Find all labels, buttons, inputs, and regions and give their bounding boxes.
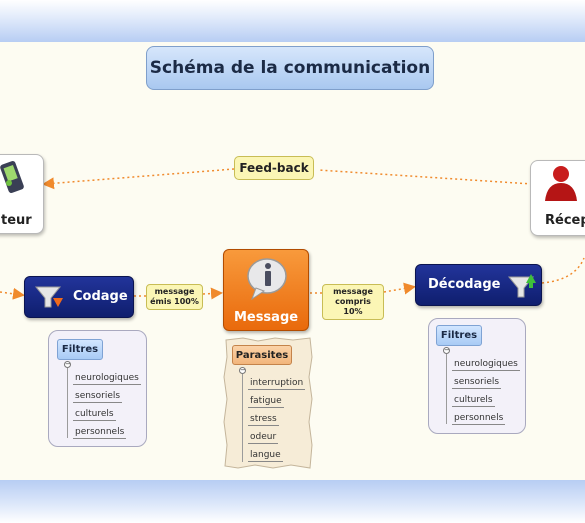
filters-right-tree-line bbox=[446, 354, 447, 424]
label-to-message bbox=[202, 287, 223, 300]
filters-left-collapse-icon[interactable]: − bbox=[64, 360, 71, 368]
codage-label: Codage bbox=[73, 289, 128, 304]
decodage-label: Décodage bbox=[428, 277, 501, 292]
codage-node: Codage bbox=[24, 276, 134, 318]
phone-icon bbox=[0, 161, 24, 193]
list-item: culturels bbox=[452, 395, 495, 407]
list-item: neurologiques bbox=[452, 359, 520, 371]
emitted-line2: émis 100% bbox=[150, 297, 199, 306]
list-item: sensoriels bbox=[452, 377, 502, 389]
diagram-title: Schéma de la communication bbox=[146, 46, 434, 90]
list-item: odeur bbox=[248, 432, 279, 444]
list-item: sensoriels bbox=[73, 391, 123, 403]
filters-right-title: Filtres bbox=[436, 325, 482, 346]
feedback-arrow bbox=[317, 169, 533, 185]
emitted-line1: message bbox=[154, 287, 195, 296]
receiver-label: Récep bbox=[545, 213, 585, 228]
list-item: stress bbox=[248, 414, 279, 426]
understood-line2: compris 10% bbox=[335, 297, 371, 316]
parasites-panel bbox=[223, 337, 313, 469]
list-item: interruption bbox=[248, 378, 306, 390]
info-bubble-icon bbox=[247, 258, 287, 300]
list-item: neurologiques bbox=[73, 373, 141, 385]
list-item: culturels bbox=[73, 409, 116, 421]
parasites-title: Parasites bbox=[232, 345, 292, 365]
parasites-collapse-icon[interactable]: − bbox=[239, 366, 246, 374]
feedback-label: Feed-back bbox=[234, 156, 314, 180]
decodage-node: Décodage bbox=[415, 264, 542, 306]
parasites-tree-line bbox=[242, 374, 243, 462]
message-node: Message bbox=[223, 249, 309, 331]
decodage-to-receiver bbox=[541, 257, 585, 284]
emitter-to-codage bbox=[0, 287, 25, 300]
funnel-down-icon bbox=[34, 286, 63, 308]
filters-left-title: Filtres bbox=[57, 339, 103, 360]
person-icon bbox=[545, 166, 577, 201]
emitter-label: teur bbox=[1, 213, 32, 228]
emitter-node: teur bbox=[0, 154, 44, 234]
receiver-node: Récep bbox=[530, 160, 585, 236]
list-item: personnels bbox=[73, 427, 127, 439]
feedback-arrow-end bbox=[42, 168, 235, 190]
bottom-band bbox=[0, 480, 585, 523]
filters-left-tree-line bbox=[67, 368, 68, 438]
emitted-link-label: message émis 100% bbox=[146, 284, 203, 310]
message-label: Message bbox=[233, 310, 299, 325]
top-band bbox=[0, 0, 585, 42]
list-item: personnels bbox=[452, 413, 506, 425]
understood-line1: message bbox=[333, 287, 373, 296]
list-item: langue bbox=[248, 450, 283, 462]
funnel-up-icon bbox=[507, 274, 536, 298]
list-item: fatigue bbox=[248, 396, 284, 408]
filters-right-collapse-icon[interactable]: − bbox=[443, 346, 450, 354]
label-to-decodage bbox=[383, 282, 416, 295]
understood-link-label: message compris 10% bbox=[322, 284, 384, 320]
